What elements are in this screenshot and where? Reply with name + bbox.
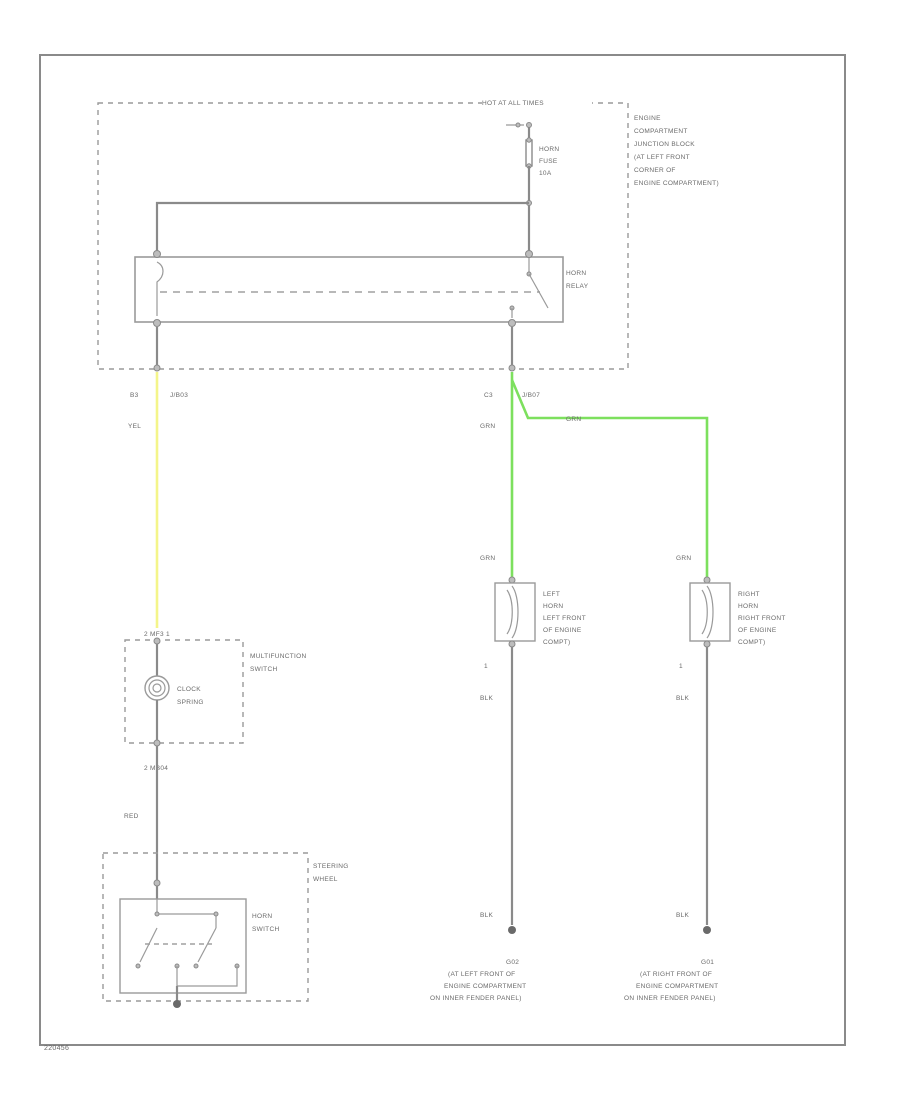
horn-switch-icon (135, 899, 240, 1008)
right-horn-pin: 1 (679, 663, 683, 670)
svg-text:WHEEL: WHEEL (313, 876, 338, 883)
multifunction-switch-outline (124, 639, 244, 744)
svg-text:OF ENGINE: OF ENGINE (543, 627, 582, 634)
horn-switch-body (119, 898, 247, 994)
svg-text:CLOCK: CLOCK (177, 686, 201, 693)
wire-color-blk-right-bot: BLK (676, 912, 690, 919)
steering-wheel-label: STEERING WHEEL (313, 863, 349, 883)
svg-text:JUNCTION BLOCK: JUNCTION BLOCK (634, 141, 695, 148)
svg-text:ON INNER FENDER PANEL): ON INNER FENDER PANEL) (624, 995, 716, 1002)
wire-color-blk-left-top: BLK (480, 695, 494, 702)
green-wire-right-horn (510, 379, 709, 578)
svg-text:(AT LEFT FRONT OF: (AT LEFT FRONT OF (448, 971, 515, 978)
connector-b3-id: J/B03 (170, 392, 188, 399)
svg-text:SPRING: SPRING (177, 699, 204, 706)
left-horn-label: LEFT HORN LEFT FRONT OF ENGINE COMPT) (543, 591, 586, 646)
steering-wheel-outline (102, 852, 309, 1002)
svg-text:OF ENGINE: OF ENGINE (738, 627, 777, 634)
ground-g01-icon (703, 926, 711, 934)
svg-text:LEFT: LEFT (543, 591, 560, 598)
svg-text:HORN: HORN (252, 913, 272, 920)
svg-text:RIGHT: RIGHT (738, 591, 760, 598)
horn-relay-label: HORN RELAY (566, 270, 589, 290)
horn-fuse-label: HORN FUSE 10A (539, 146, 559, 177)
horn-relay-body (134, 256, 564, 323)
svg-text:STEERING: STEERING (313, 863, 349, 870)
svg-text:SWITCH: SWITCH (250, 666, 277, 673)
connector-c3-pin: C3 (484, 392, 493, 399)
svg-text:CORNER OF: CORNER OF (634, 167, 676, 174)
svg-text:RIGHT FRONT: RIGHT FRONT (738, 615, 786, 622)
clock-spring-label: CLOCK SPRING (177, 686, 204, 706)
svg-text:ON INNER FENDER PANEL): ON INNER FENDER PANEL) (430, 995, 522, 1002)
ground-g02-label: G02 (AT LEFT FRONT OF ENGINE COMPARTMENT… (430, 959, 526, 1002)
multifunction-switch-label: MULTIFUNCTION SWITCH (250, 653, 307, 673)
svg-text:ENGINE: ENGINE (634, 115, 661, 122)
power-source-label: HOT AT ALL TIMES (482, 100, 544, 107)
ground-g02-icon (508, 926, 516, 934)
svg-text:G01: G01 (701, 959, 714, 966)
frame-code: 220456 (44, 1045, 69, 1052)
ground-g01-label: G01 (AT RIGHT FRONT OF ENGINE COMPARTMEN… (624, 959, 718, 1002)
svg-text:LEFT FRONT: LEFT FRONT (543, 615, 586, 622)
svg-text:HORN: HORN (738, 603, 758, 610)
wire-color-grn-left: GRN (480, 555, 495, 562)
left-horn-icon (494, 576, 536, 648)
relay-contact-icon (509, 258, 549, 318)
connector-mf3: 2 MF3 1 (144, 631, 170, 638)
junction-block-outline (97, 102, 629, 370)
wire-color-yel: YEL (128, 423, 141, 430)
svg-text:HORN: HORN (566, 270, 586, 277)
svg-text:COMPARTMENT: COMPARTMENT (634, 128, 688, 135)
svg-text:RELAY: RELAY (566, 283, 589, 290)
svg-text:HORN: HORN (539, 146, 559, 153)
wire-color-red: RED (124, 813, 139, 820)
wire-color-grn-right: GRN (676, 555, 691, 562)
svg-text:SWITCH: SWITCH (252, 926, 279, 933)
left-horn-pin: 1 (484, 663, 488, 670)
wire-color-grn-a: GRN (480, 423, 495, 430)
svg-text:FUSE: FUSE (539, 158, 558, 165)
svg-text:ENGINE COMPARTMENT: ENGINE COMPARTMENT (444, 983, 526, 990)
junction-block-label: ENGINE COMPARTMENT JUNCTION BLOCK (AT LE… (634, 115, 719, 187)
horn-switch-label: HORN SWITCH (252, 913, 279, 933)
connector-b3-pin: B3 (130, 392, 139, 399)
svg-text:G02: G02 (506, 959, 519, 966)
relay-coil-feed-wire (155, 201, 529, 253)
diagram-frame (39, 54, 846, 1046)
right-horn-label: RIGHT HORN RIGHT FRONT OF ENGINE COMPT) (738, 591, 786, 646)
svg-text:HORN: HORN (543, 603, 563, 610)
svg-text:ENGINE COMPARTMENT: ENGINE COMPARTMENT (636, 983, 718, 990)
svg-text:COMPT): COMPT) (738, 639, 765, 646)
connector-c3-id: J/B07 (522, 392, 540, 399)
wire-color-blk-right-top: BLK (676, 695, 690, 702)
right-horn-icon (689, 576, 731, 648)
svg-text:COMPT): COMPT) (543, 639, 570, 646)
clock-spring-icon (144, 675, 170, 701)
relay-coil-icon (156, 261, 164, 316)
svg-text:(AT LEFT FRONT: (AT LEFT FRONT (634, 154, 690, 161)
wire-color-grn-b: GRN (566, 416, 581, 423)
svg-text:10A: 10A (539, 170, 552, 177)
svg-text:MULTIFUNCTION: MULTIFUNCTION (250, 653, 307, 660)
svg-text:(AT RIGHT FRONT OF: (AT RIGHT FRONT OF (640, 971, 712, 978)
horn-fuse-icon (525, 127, 533, 169)
wire-color-blk-left-bot: BLK (480, 912, 494, 919)
svg-text:ENGINE COMPARTMENT): ENGINE COMPARTMENT) (634, 180, 719, 187)
